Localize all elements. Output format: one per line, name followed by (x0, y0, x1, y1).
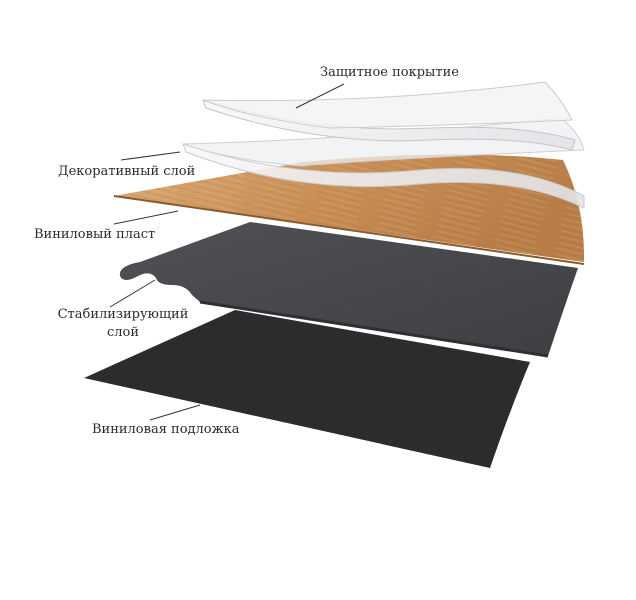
label-stabilizing-line1: Стабилизирующий (57, 307, 189, 322)
decorative-film (182, 143, 585, 209)
label-stabilizing-line2: слой (106, 325, 140, 340)
leader-protective (295, 83, 345, 109)
label-vinyl-layer: Виниловый пласт (34, 227, 156, 242)
label-decorative-layer: Декоративный слой (58, 164, 196, 179)
leader-vinyl (113, 210, 179, 225)
leader-stabilizing (109, 279, 156, 308)
leader-backing (149, 404, 201, 421)
vinyl-edge (113, 195, 585, 265)
leader-decorative (120, 151, 181, 161)
protective-film-top (202, 81, 573, 129)
backing-layer (84, 310, 530, 468)
label-stabilizing-layer: Стабилизирующий слой (48, 306, 198, 342)
label-protective-coating: Защитное покрытие (320, 65, 459, 80)
label-vinyl-backing: Виниловая подложка (92, 422, 240, 437)
stabilizing-edge (199, 300, 549, 358)
stabilizing-layer (119, 222, 578, 356)
